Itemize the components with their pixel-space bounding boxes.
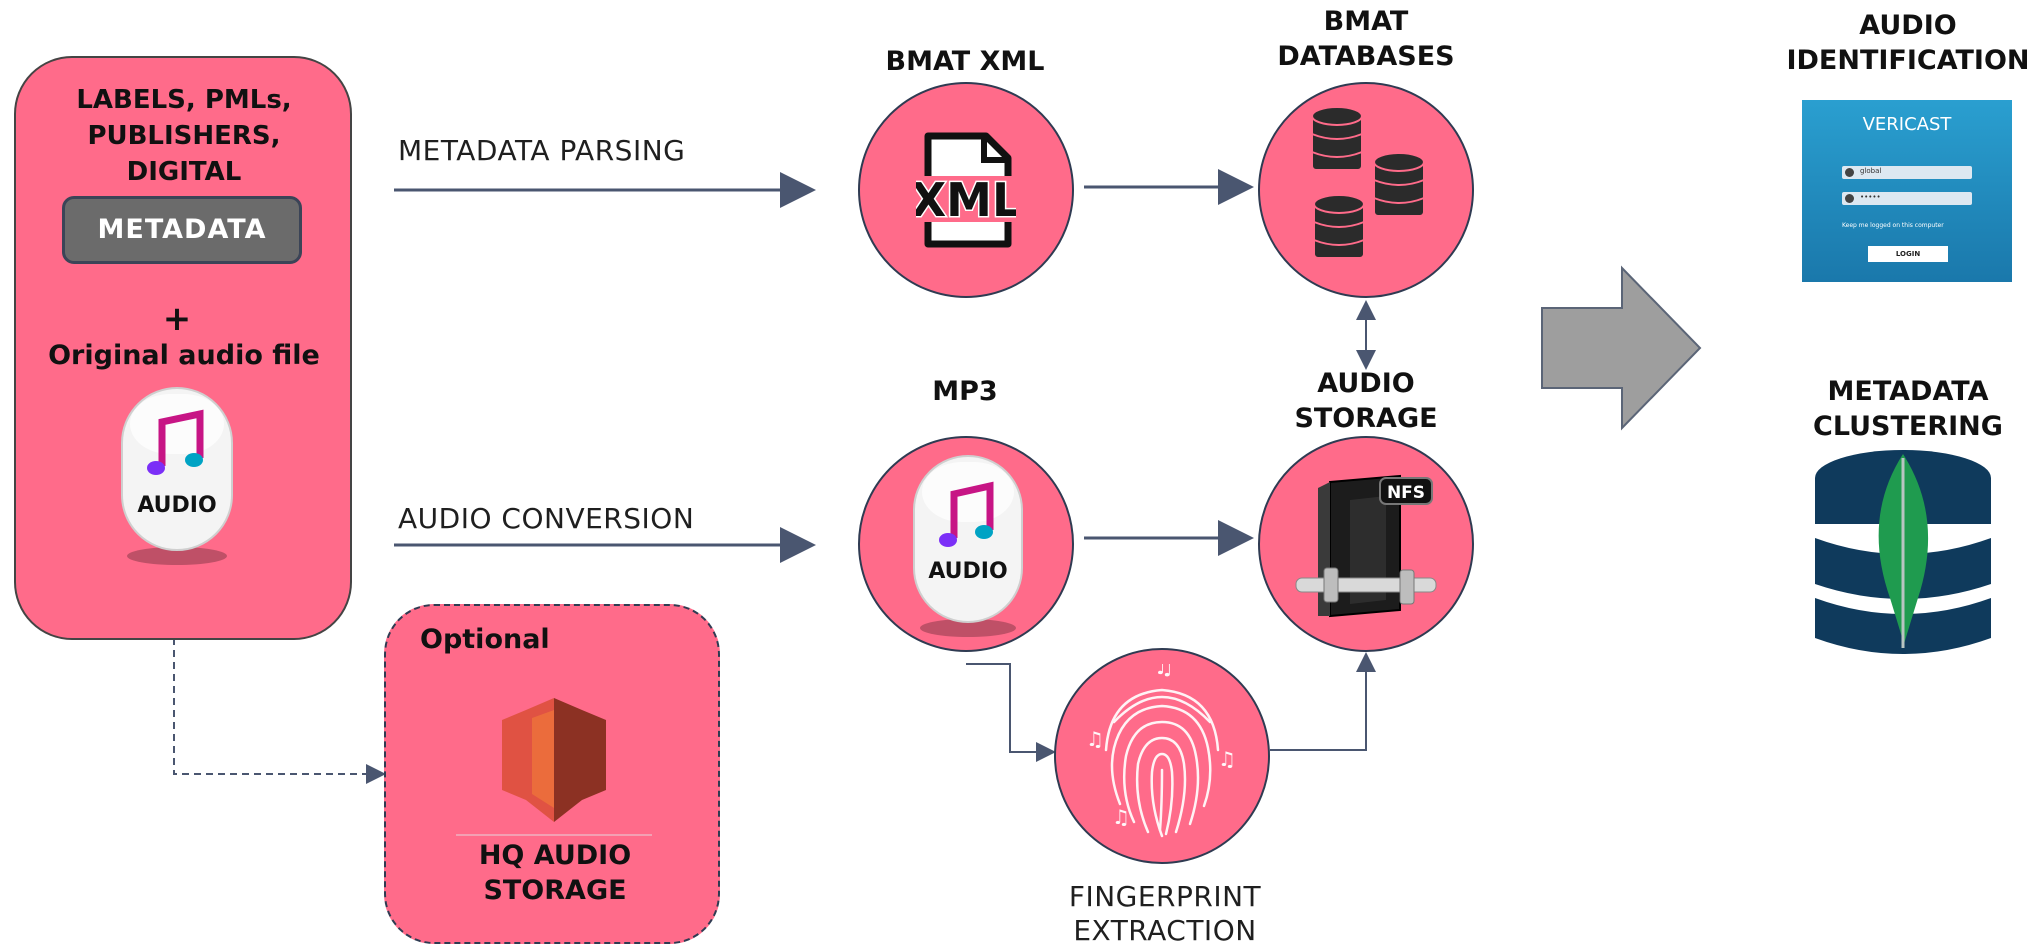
mp3-title: MP3: [932, 376, 998, 407]
db-cylinder-1: [1311, 106, 1363, 171]
svg-text:♫: ♫: [1218, 747, 1236, 771]
mp3-audio-icon: AUDIO: [913, 455, 1023, 637]
vericast-password-field: •••••: [1842, 192, 1972, 205]
svg-text:♫: ♫: [1086, 727, 1104, 751]
plus-sign: +: [162, 299, 192, 339]
optional-divider: [456, 834, 652, 836]
databases-icon: [1311, 106, 1425, 259]
optional-title: Optional: [420, 624, 550, 655]
metadata-chip: METADATA: [62, 196, 302, 264]
audio-icon-label: AUDIO: [137, 493, 216, 518]
original-audio-label: Original audio file: [48, 340, 320, 371]
audio-identification-title: AUDIO IDENTIFICATION: [1786, 10, 2030, 76]
mp3-icon-label: AUDIO: [928, 559, 1007, 584]
db-cylinder-2: [1373, 152, 1425, 217]
vericast-login-button: LOGIN: [1868, 246, 1948, 262]
mp3-to-fingerprint-arrow: [966, 663, 1056, 762]
key-icon: [1845, 194, 1854, 203]
svg-text:♫: ♫: [1154, 664, 1174, 680]
metadata-parsing-label: METADATA PARSING: [398, 134, 686, 167]
metadata-clustering-title: METADATA CLUSTERING: [1813, 376, 2003, 442]
bmat-xml-title: BMAT XML: [885, 46, 1045, 77]
user-icon: [1845, 168, 1854, 177]
audio-storage-title: AUDIO STORAGE: [1294, 368, 1438, 434]
xml-file-icon: XML: [916, 132, 1016, 248]
vericast-user-value: global: [1860, 167, 1882, 175]
svg-text:♫: ♫: [1112, 805, 1130, 829]
vericast-login-screenshot: VERICAST global ••••• Keep me logged on …: [1802, 100, 2012, 282]
xml-icon-text: XML: [916, 173, 1016, 227]
nfs-storage-icon: NFS: [1295, 474, 1437, 618]
vericast-password-value: •••••: [1860, 193, 1881, 201]
fingerprint-extraction-label: FINGERPRINT EXTRACTION: [1068, 880, 1262, 947]
audio-file-icon: AUDIO: [121, 387, 233, 565]
s3-storage-icon: [502, 698, 606, 822]
fingerprint-icon: ♫ ♫ ♫ ♫: [1086, 664, 1236, 838]
source-title: LABELS, PMLs, PUBLISHERS, DIGITAL: [76, 85, 292, 187]
nfs-badge: NFS: [1387, 483, 1425, 503]
db-cylinder-3: [1313, 194, 1365, 259]
source-to-optional-dashed-arrow: [173, 566, 386, 784]
fingerprint-to-storage-arrow: [1270, 652, 1376, 751]
vericast-user-field: global: [1842, 166, 1972, 179]
fingerprint-node: [1054, 648, 1270, 864]
hq-audio-storage-label: HQ AUDIO STORAGE: [478, 840, 632, 906]
mongodb-database-icon: [1815, 450, 1991, 654]
output-big-arrow: [1541, 265, 1702, 431]
audio-conversion-label: AUDIO CONVERSION: [398, 502, 695, 535]
bmat-databases-title: BMAT DATABASES: [1277, 6, 1455, 72]
bmat-databases-node: [1258, 82, 1474, 298]
vericast-title: VERICAST: [1862, 114, 1952, 135]
vericast-keep-logged: Keep me logged on this computer: [1842, 222, 1944, 229]
